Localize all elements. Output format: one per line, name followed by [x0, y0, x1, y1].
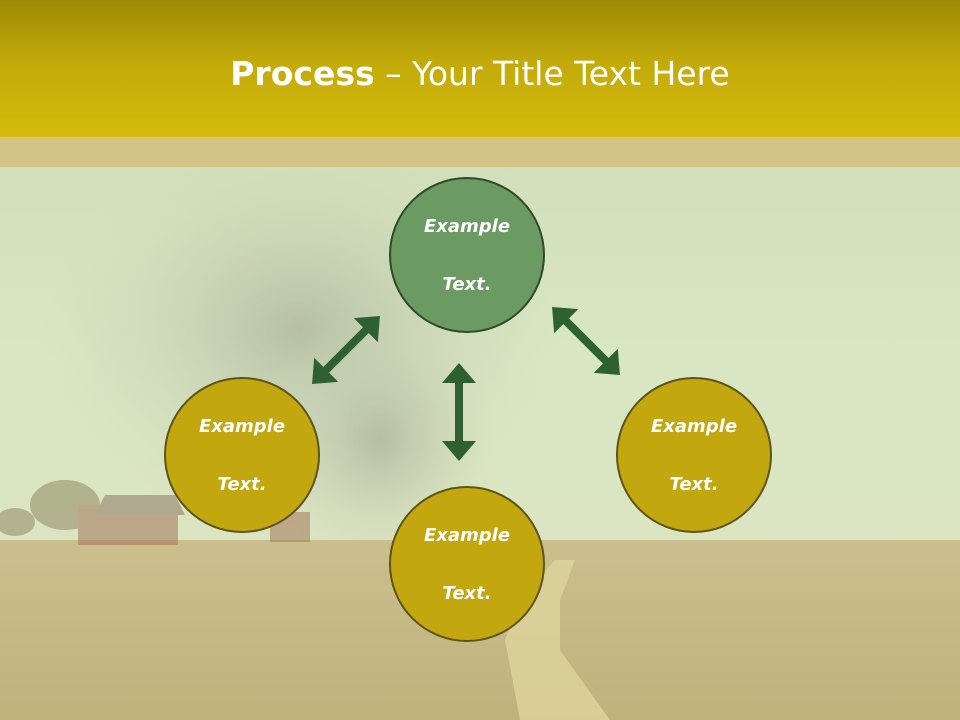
node-left-line2: Text.	[217, 473, 267, 495]
arrow-top-right	[552, 307, 620, 375]
title-bold: Process	[230, 54, 375, 93]
title-rest: – Your Title Text Here	[374, 54, 730, 93]
node-top-line2: Text.	[442, 273, 492, 295]
arrow-top-bottom	[442, 363, 476, 461]
node-top-line1: Example	[423, 215, 511, 237]
title-bar	[0, 0, 960, 137]
node-bottom-line2: Text.	[442, 582, 492, 604]
page-title: Process – Your Title Text Here	[0, 52, 960, 96]
node-right-line1: Example	[650, 415, 738, 437]
arrow-top-left	[312, 316, 380, 384]
header-accent-band	[0, 137, 960, 167]
node-left-line1: Example	[198, 415, 286, 437]
node-bottom-line1: Example	[423, 524, 511, 546]
node-right-line2: Text.	[669, 473, 719, 495]
